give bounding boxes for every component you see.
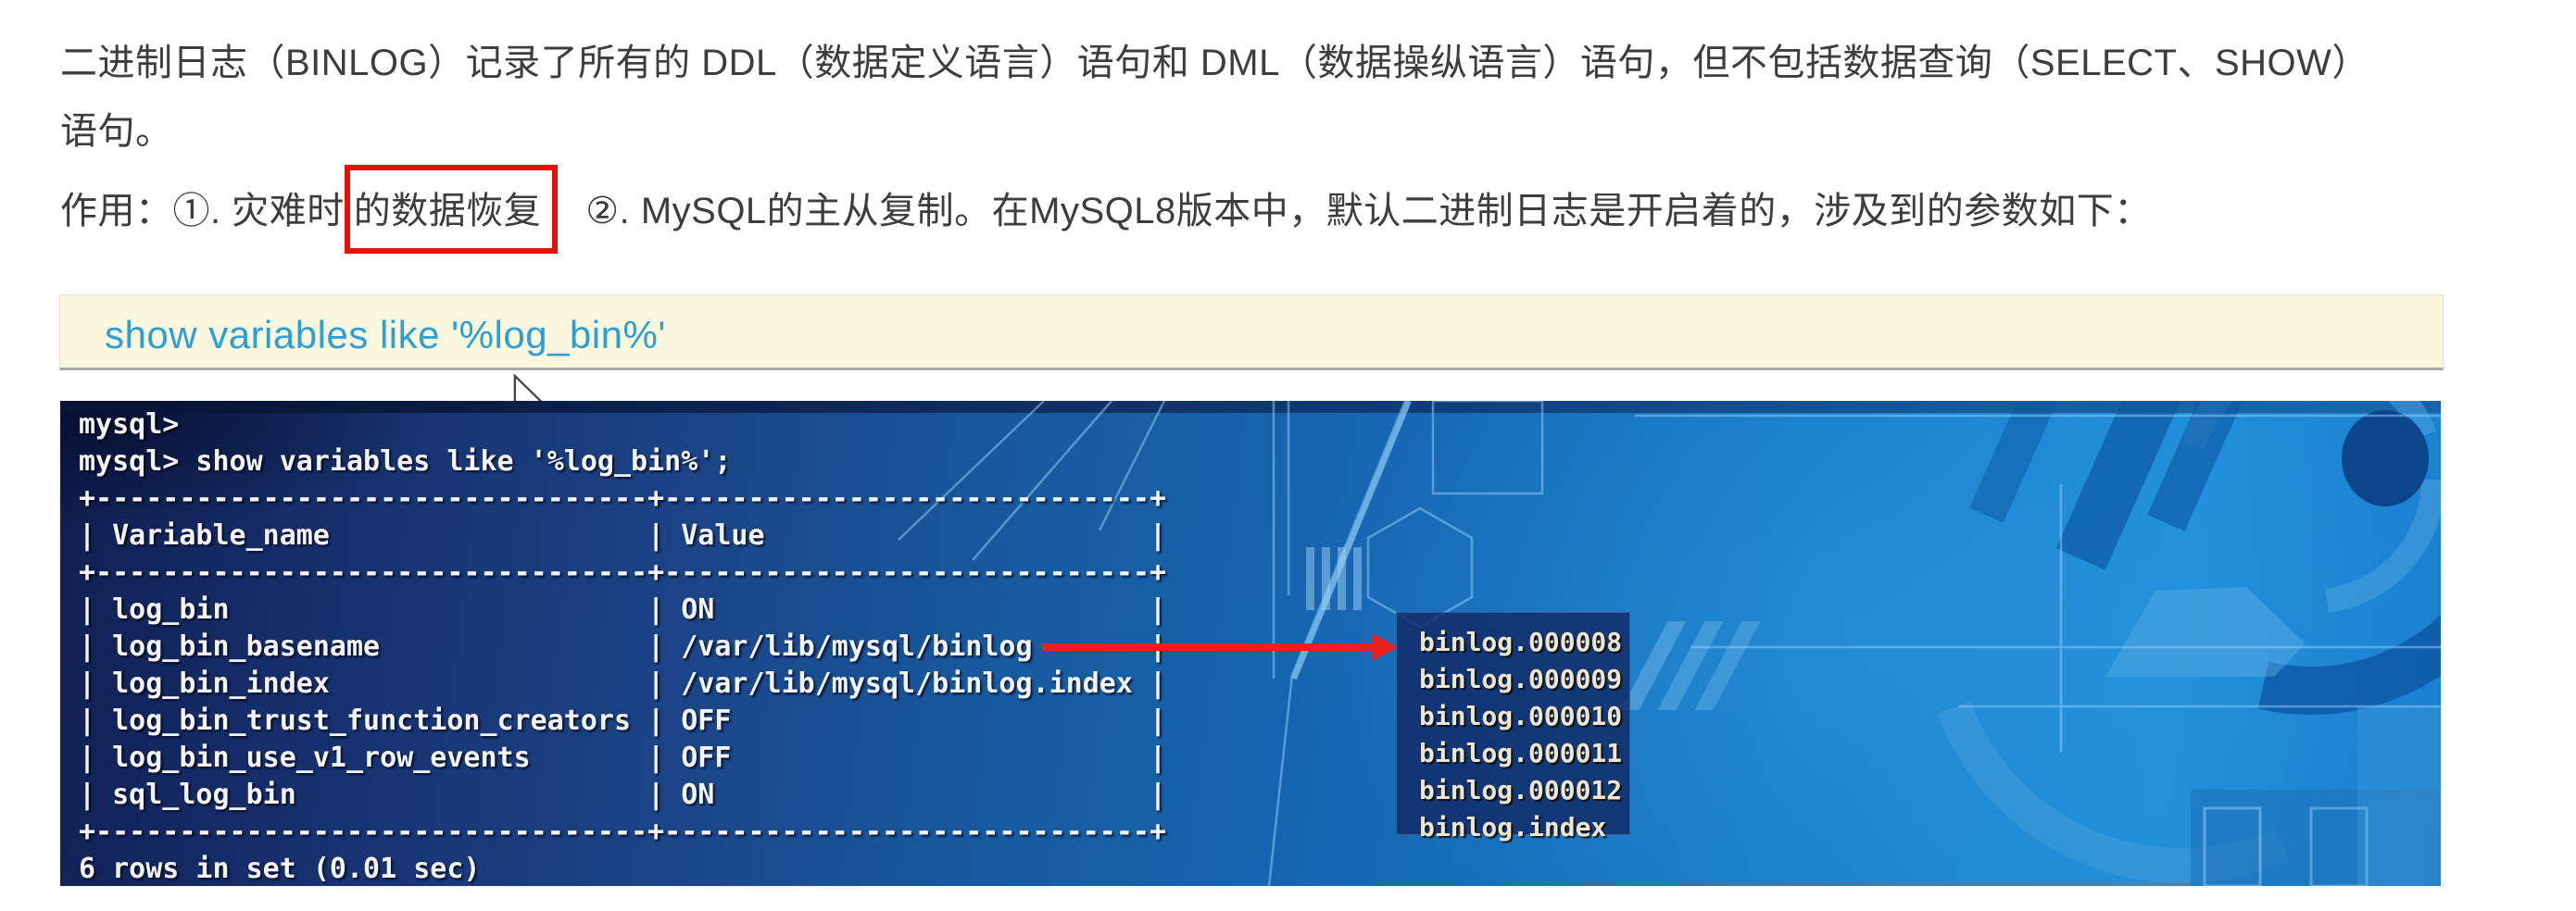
intro-paragraph-line-2: 语句。 bbox=[60, 111, 173, 152]
red-arrow bbox=[1042, 633, 1398, 661]
usage-line: 作用：①. 灾难时的数据恢复 ②. MySQL的主从复制。在MySQL8版本中，默… bbox=[60, 165, 2152, 254]
highlight-box: 的数据恢复 bbox=[344, 165, 559, 254]
binlog-file-list: binlog.000008 binlog.000009 binlog.00001… bbox=[1396, 612, 1630, 842]
terminal-output: mysql> mysql> show variables like '%log_… bbox=[79, 408, 1166, 885]
red-arrow-head-icon bbox=[1372, 633, 1398, 661]
binlog-file-item: binlog.000011 bbox=[1419, 738, 1623, 768]
binlog-file-item: binlog.000008 bbox=[1419, 627, 1623, 657]
sql-code-block: show variables like '%log_bin%' bbox=[59, 294, 2444, 370]
intro-paragraph-line-1: 二进制日志（BINLOG）记录了所有的 DDL（数据定义语言）语句和 DML（数… bbox=[60, 43, 2369, 83]
binlog-file-item: binlog.000010 bbox=[1419, 701, 1623, 731]
binlog-file-item: binlog.000009 bbox=[1419, 664, 1623, 694]
sql-code-text: show variables like '%log_bin%' bbox=[105, 313, 666, 356]
binlog-file-item: binlog.index bbox=[1419, 812, 1607, 842]
usage-prefix: 作用：①. 灾难时 bbox=[60, 191, 345, 231]
usage-rest: ②. MySQL的主从复制。在MySQL8版本中，默认二进制日志是开启着的，涉及… bbox=[585, 191, 2152, 231]
terminal-screenshot: mysql> mysql> show variables like '%log_… bbox=[60, 401, 2441, 886]
binlog-file-item: binlog.000012 bbox=[1419, 775, 1623, 805]
red-arrow-shaft bbox=[1042, 643, 1372, 651]
terminal-bg-decor bbox=[60, 401, 2441, 886]
